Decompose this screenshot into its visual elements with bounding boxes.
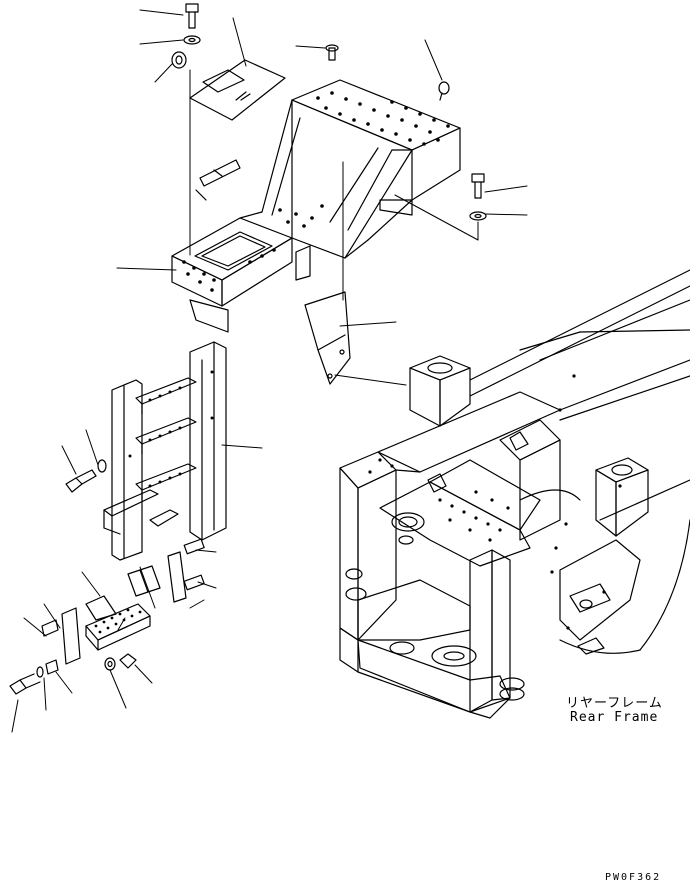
bolt-right xyxy=(471,173,485,199)
bolt-top-right xyxy=(438,81,450,101)
ladder-assembly xyxy=(103,341,227,561)
ladder-washer xyxy=(97,459,107,473)
grating-holes xyxy=(94,608,142,634)
side-plate xyxy=(304,291,351,385)
bolt-top xyxy=(185,3,199,29)
ladder-step-holes xyxy=(128,370,214,488)
step-hardware xyxy=(9,538,205,695)
rear-frame-label-en: Rear Frame xyxy=(570,710,659,725)
platform-deck xyxy=(171,79,461,333)
rear-frame-label-jp: リヤーフレーム xyxy=(566,696,663,711)
deck-holes xyxy=(182,91,450,292)
plug-top xyxy=(325,44,339,61)
cover-plate xyxy=(189,59,286,121)
ladder-bolt xyxy=(65,469,97,493)
nut-top xyxy=(171,51,187,69)
rear-frame-holes xyxy=(368,374,622,630)
drawing-code: PW0F362 xyxy=(605,872,662,883)
rear-frame xyxy=(339,269,690,719)
washer-right xyxy=(469,211,487,221)
washer-top xyxy=(183,35,201,45)
